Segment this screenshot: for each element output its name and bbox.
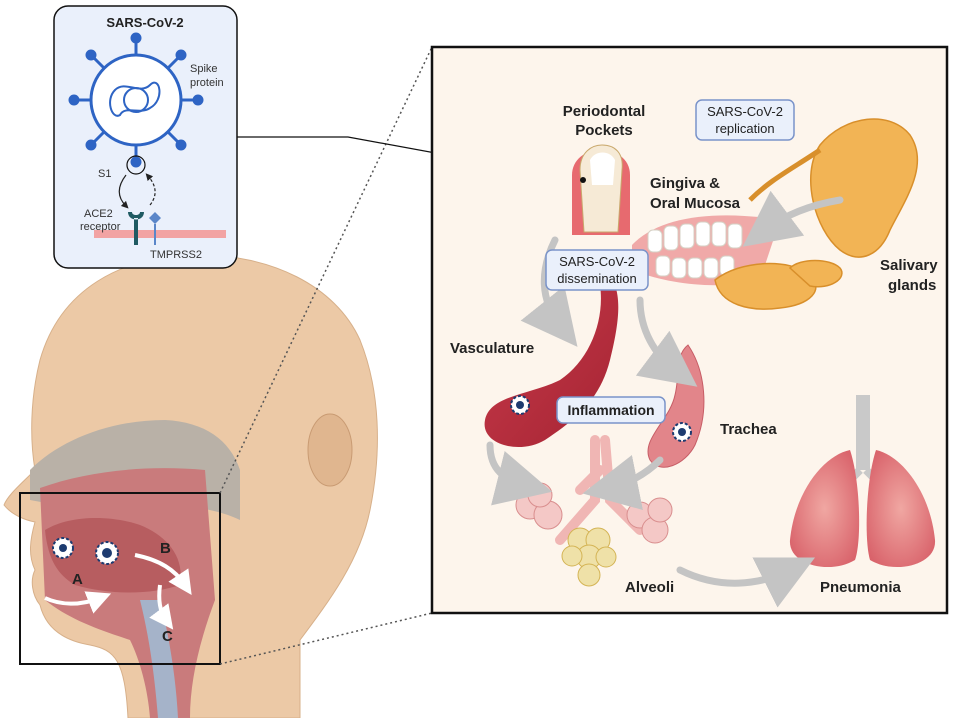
inflammation-label: Inflammation: [567, 402, 654, 418]
trachea-label: Trachea: [720, 421, 777, 438]
route-arrow-c: [149, 584, 174, 630]
virus-particle: [52, 537, 74, 559]
head-illustration: A B C: [3, 254, 378, 719]
salivary-label-line1: Salivary: [880, 257, 938, 274]
periodontal-label-line2: Pockets: [575, 122, 633, 139]
route-arrow-b: [134, 553, 192, 595]
ace2-label-line1: ACE2: [84, 208, 113, 220]
alveoli-label: Alveoli: [625, 579, 674, 596]
tooth-icon: [572, 144, 630, 235]
pneumonia-label: Pneumonia: [820, 579, 902, 596]
tmprss2-icon: [149, 212, 161, 245]
binding-arrow-up: [145, 173, 156, 206]
route-label-c: C: [162, 628, 173, 645]
route-label-b: B: [160, 540, 171, 557]
route-label-a: A: [72, 571, 83, 588]
inset-title: SARS-CoV-2: [106, 15, 183, 30]
tmprss2-label: TMPRSS2: [150, 249, 202, 261]
spike-label-line1: Spike: [190, 63, 218, 75]
vasculature-label: Vasculature: [450, 340, 534, 357]
replication-line2: replication: [715, 121, 774, 136]
s1-highlight: [126, 155, 146, 175]
zoom-line-top: [219, 46, 433, 494]
salivary-label-line2: glands: [888, 277, 936, 294]
virus-icon: [68, 32, 204, 168]
gingiva-label-line2: Oral Mucosa: [650, 195, 741, 212]
replication-callout: SARS-CoV-2 replication: [695, 99, 795, 141]
inflammation-callout: Inflammation: [556, 396, 666, 424]
dissemination-callout: SARS-CoV-2 dissemination: [545, 249, 649, 291]
replication-line1: SARS-CoV-2: [707, 104, 783, 119]
spike-label-line2: protein: [190, 77, 224, 89]
virus-particle: [95, 541, 119, 565]
ace2-receptor-icon: [128, 212, 144, 245]
ear: [307, 413, 353, 487]
s1-label: S1: [98, 168, 111, 180]
flow-arrows: [486, 190, 844, 608]
dissemination-line1: SARS-CoV-2: [559, 254, 635, 269]
salivary-glands-icon: [714, 118, 919, 310]
detail-panel: Periodontal Pockets SARS-CoV-2 replicati…: [430, 45, 949, 615]
binding-arrow-down: [118, 174, 129, 209]
cell-membrane: [94, 230, 226, 238]
route-arrow-a: [44, 591, 112, 614]
periodontal-label-line1: Periodontal: [563, 103, 646, 120]
alveoli-icon: [515, 435, 673, 587]
sars-cov-2-inset: SARS-CoV-2 Spike protein S1 ACE2: [53, 5, 238, 269]
zoom-line-bottom: [219, 612, 433, 665]
ace2-label-line2: receptor: [80, 221, 121, 233]
zoom-box: [19, 492, 221, 665]
lungs-icon: [789, 395, 936, 568]
gingiva-label-line1: Gingiva &: [650, 175, 720, 192]
dissemination-line2: dissemination: [557, 271, 637, 286]
